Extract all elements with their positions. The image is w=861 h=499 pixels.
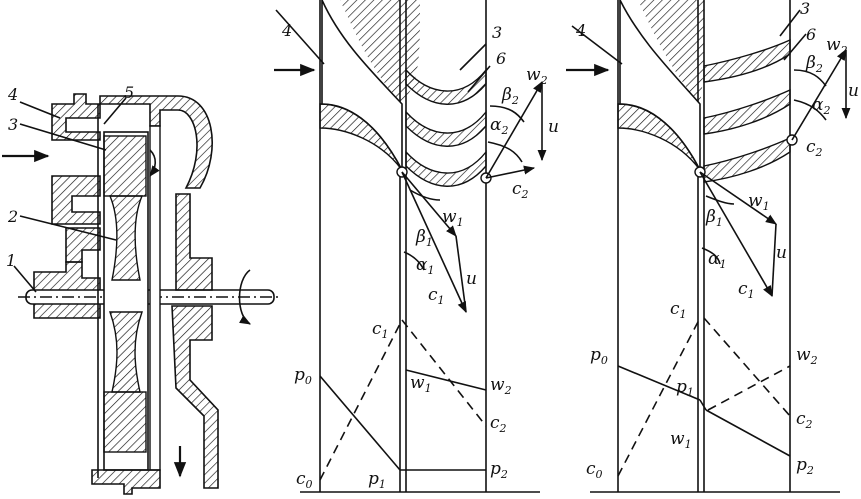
blade-row-bottom bbox=[103, 391, 147, 453]
label-u1: u bbox=[466, 269, 477, 289]
label-c1-r: c1 bbox=[738, 279, 755, 301]
plot-w1-r: w1 bbox=[670, 429, 692, 451]
callout-3: 3 bbox=[8, 115, 18, 134]
label-w1: w1 bbox=[442, 207, 464, 229]
callout-1: 1 bbox=[6, 251, 16, 270]
plot-w1: w1 bbox=[410, 373, 432, 395]
impulse-velocity-labels: w1 β1 α1 c1 u w2 β2 α2 u c2 bbox=[415, 65, 559, 307]
plot-c1: c1 bbox=[372, 319, 389, 341]
label-blade-channel: 6 bbox=[496, 49, 506, 68]
plot-c2: c2 bbox=[490, 413, 507, 435]
reaction-velocity-labels: w1 β1 α1 c1 u w2 β2 α2 u c2 bbox=[705, 35, 859, 301]
label-nozzle: 4 bbox=[281, 21, 292, 40]
label-u2: u bbox=[548, 117, 559, 137]
label-w2: w2 bbox=[526, 65, 548, 87]
label-blade-row-r: 3 bbox=[800, 0, 810, 18]
impulse-stage-diagram: 4 3 6 w1 β1 α1 c1 u w2 β2 α2 u c2 p0 c0 … bbox=[274, 0, 559, 493]
callout-2: 2 bbox=[7, 207, 18, 226]
plot-c1-r: c1 bbox=[670, 299, 687, 321]
label-alpha2-r: α2 bbox=[812, 95, 830, 117]
callout-5: 5 bbox=[124, 83, 134, 102]
callout-4: 4 bbox=[7, 85, 18, 104]
label-blade-channel-r: 6 bbox=[806, 25, 816, 44]
plot-c2-r: c2 bbox=[796, 409, 813, 431]
plot-c0: c0 bbox=[296, 469, 313, 491]
label-beta2-r: β2 bbox=[805, 53, 823, 75]
label-c2-r: c2 bbox=[806, 137, 823, 159]
flow-arrow bbox=[149, 149, 160, 177]
plot-c0-r: c0 bbox=[586, 459, 603, 481]
blade-row-top bbox=[103, 135, 147, 197]
label-alpha1-r: α1 bbox=[708, 249, 726, 271]
plot-p0-r: p0 bbox=[590, 345, 608, 367]
rotation-arrow bbox=[238, 269, 251, 325]
plot-p2: p2 bbox=[490, 459, 508, 481]
label-c2: c2 bbox=[512, 179, 529, 201]
impulse-plot: p0 c0 c1 p1 w1 w2 c2 p2 bbox=[294, 319, 512, 491]
reaction-plot: p0 c0 c1 p1 w1 w2 c2 p2 bbox=[586, 299, 818, 481]
label-nozzle-r: 4 bbox=[575, 21, 586, 40]
label-u1-r: u bbox=[776, 243, 787, 263]
label-beta1: β1 bbox=[415, 227, 433, 249]
plot-p2-r: p2 bbox=[796, 455, 814, 477]
plot-p1: p1 bbox=[368, 469, 386, 491]
turbine-cross-section: 4 3 2 1 5 bbox=[2, 83, 282, 495]
label-beta2: β2 bbox=[501, 85, 519, 107]
label-alpha1: α1 bbox=[416, 255, 434, 277]
label-w2-r: w2 bbox=[826, 35, 848, 57]
plot-p0: p0 bbox=[294, 365, 312, 387]
label-w1-r: w1 bbox=[748, 191, 770, 213]
plot-w2: w2 bbox=[490, 375, 512, 397]
label-c1: c1 bbox=[428, 285, 445, 307]
plot-w2-r: w2 bbox=[796, 345, 818, 367]
label-beta1-r: β1 bbox=[705, 207, 723, 229]
label-alpha2: α2 bbox=[490, 115, 508, 137]
reaction-stage-diagram: 4 3 6 w1 β1 α1 c1 u w2 β2 α2 u c2 p0 c0 … bbox=[566, 0, 859, 493]
label-blade-row: 3 bbox=[492, 23, 502, 42]
plot-p1-r: p1 bbox=[676, 377, 694, 399]
label-u2-r: u bbox=[848, 81, 859, 101]
